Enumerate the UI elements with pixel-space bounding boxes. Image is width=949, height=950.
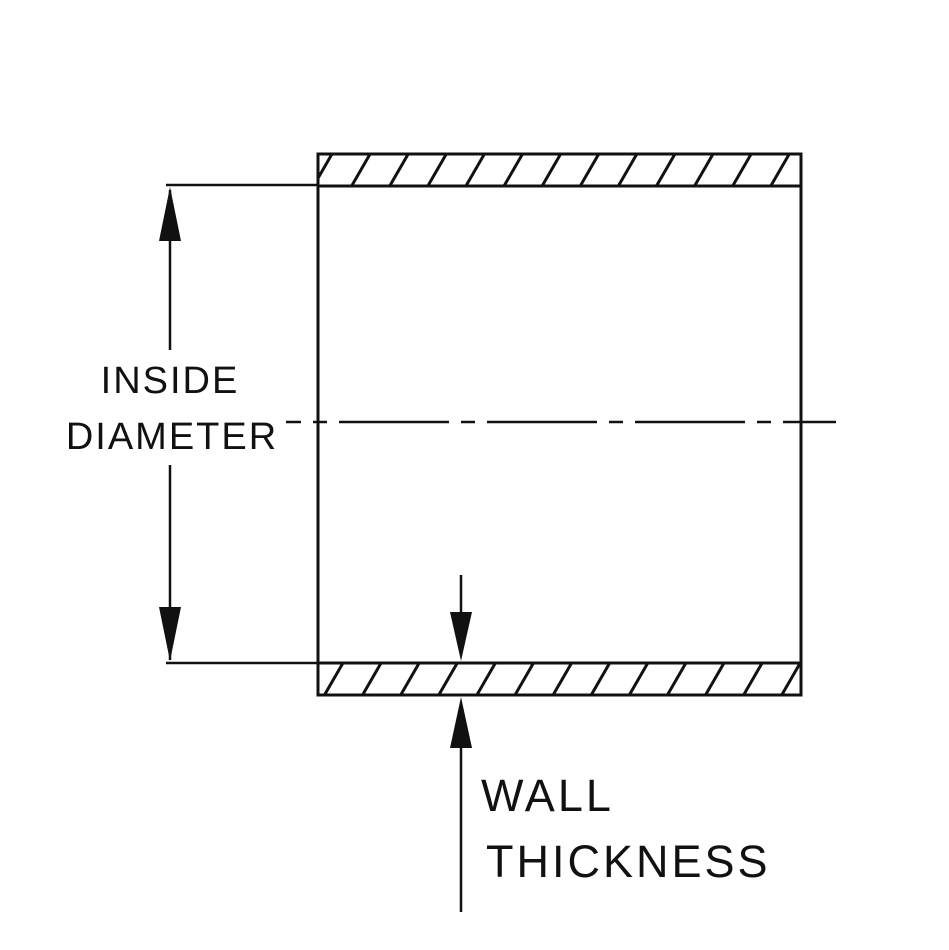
wall-thickness-label-line1: WALL — [481, 770, 614, 821]
bottom-wall-hatch — [318, 663, 801, 695]
wt-arrowhead-down — [450, 612, 472, 661]
inside-diameter-label-line2: DIAMETER — [66, 416, 278, 458]
id-arrowhead-up — [159, 187, 181, 241]
wall-thickness-label-line2: THICKNESS — [486, 836, 771, 887]
top-wall-hatch — [318, 154, 801, 186]
tube-outline — [316, 152, 803, 697]
id-arrowhead-down — [159, 607, 181, 661]
wt-arrowhead-up — [450, 697, 472, 748]
inside-diameter-label-line1: INSIDE — [101, 360, 240, 402]
